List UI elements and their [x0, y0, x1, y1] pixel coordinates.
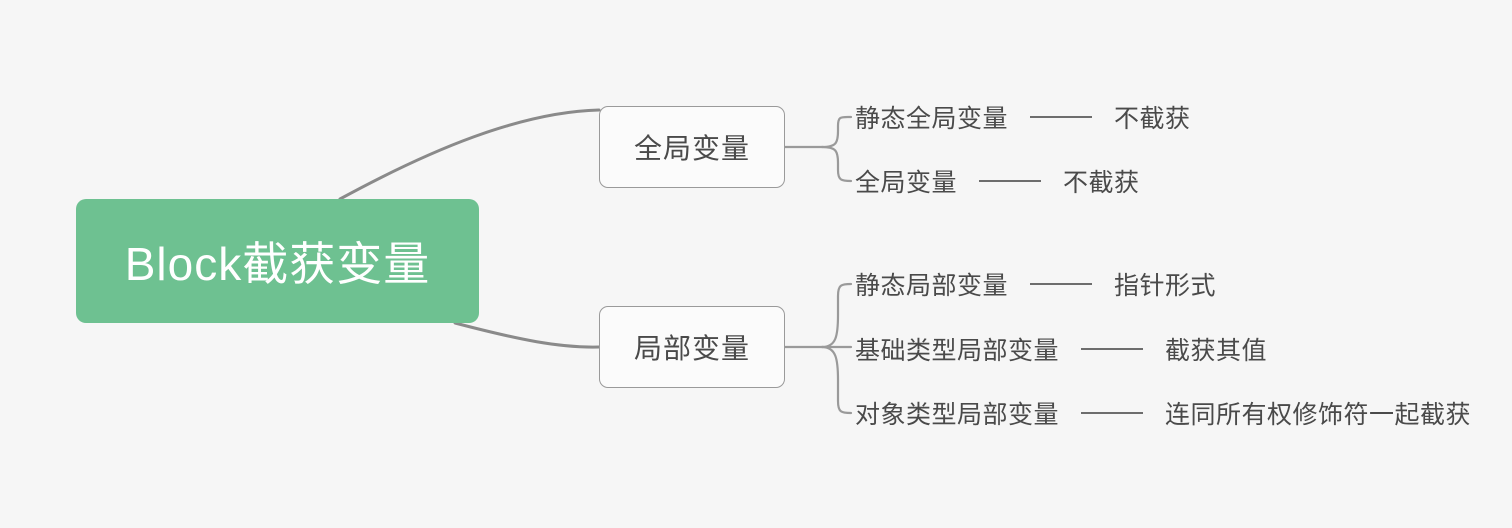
leaf-value: 不截获: [1114, 105, 1191, 133]
branch-node-local-label: 局部变量: [633, 333, 750, 364]
connector-local-leaf-3: [820, 345, 853, 415]
leaf-value: 连同所有权修饰符一起截获: [1165, 401, 1472, 429]
leaf-label: 基础类型局部变量: [855, 337, 1060, 365]
root-node-label: Block截获变量: [124, 238, 431, 290]
connector-global-leaf-2: [820, 145, 853, 183]
leaf-value: 不截获: [1063, 169, 1140, 197]
connector-root-to-global: [338, 108, 601, 201]
leaf-label: 静态全局变量: [855, 105, 1009, 133]
connector-global-leaf-1: [820, 115, 853, 149]
leaf-label: 全局变量: [855, 169, 958, 197]
leaf-row-global-static[interactable]: 静态全局变量 不截获: [855, 99, 1191, 135]
connector-local-leaf-1: [820, 282, 853, 349]
branch-node-local[interactable]: 局部变量: [599, 306, 785, 388]
leaf-separator-dash-icon: [1081, 412, 1144, 414]
leaf-value: 指针形式: [1114, 272, 1217, 300]
leaf-row-global-plain[interactable]: 全局变量 不截获: [855, 163, 1140, 199]
root-node[interactable]: Block截获变量: [76, 199, 479, 323]
leaf-row-local-primitive[interactable]: 基础类型局部变量 截获其值: [855, 331, 1267, 367]
branch-node-global-label: 全局变量: [633, 133, 750, 164]
leaf-row-local-object[interactable]: 对象类型局部变量 连同所有权修饰符一起截获: [855, 395, 1471, 431]
leaf-separator-dash-icon: [1081, 348, 1144, 350]
branch-node-global[interactable]: 全局变量: [599, 106, 785, 188]
leaf-label: 静态局部变量: [855, 272, 1009, 300]
leaf-separator-dash-icon: [1030, 116, 1093, 118]
leaf-row-local-static[interactable]: 静态局部变量 指针形式: [855, 266, 1216, 302]
connector-root-to-local: [453, 321, 601, 349]
leaf-separator-dash-icon: [1030, 283, 1093, 285]
leaf-separator-dash-icon: [979, 180, 1042, 182]
leaf-value: 截获其值: [1165, 337, 1268, 365]
leaf-label: 对象类型局部变量: [855, 401, 1060, 429]
